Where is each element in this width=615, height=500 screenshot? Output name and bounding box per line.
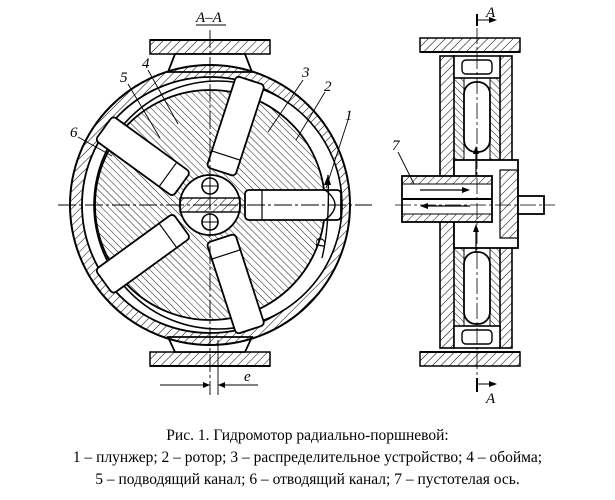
section-arrow-top: А (485, 5, 496, 21)
label-1: 1 (345, 108, 353, 124)
plunger-lower-right (206, 233, 265, 335)
hydromotor-drawing: А–А 5 4 3 2 1 6 D e (58, 5, 555, 407)
label-2: 2 (324, 79, 332, 95)
plunger-upper-right (206, 75, 265, 177)
label-3: 3 (301, 65, 310, 81)
plunger-lower-left (95, 214, 190, 294)
side-top-mount (419, 37, 521, 53)
plunger-upper-left (95, 116, 190, 196)
label-e: e (244, 369, 251, 385)
side-section-view: А А 7 (392, 5, 555, 407)
label-5: 5 (120, 70, 128, 86)
label-d: D (314, 238, 329, 249)
caption-title: Рис. 1. Гидромотор радиально-поршневой: (166, 427, 449, 444)
label-4: 4 (142, 56, 150, 72)
section-title: А–А (195, 10, 223, 26)
label-6: 6 (70, 125, 78, 141)
front-section-view: А–А 5 4 3 2 1 6 D e (58, 10, 372, 395)
caption-legend-2: 5 – подводящий канал; 6 – отводящий кана… (95, 471, 520, 488)
label-7: 7 (392, 138, 401, 154)
caption-legend-1: 1 – плунжер; 2 – ротор; 3 – распределите… (72, 449, 543, 466)
side-bottom-mount (419, 351, 521, 367)
figure-caption: Рис. 1. Гидромотор радиально-поршневой: … (0, 425, 615, 491)
section-arrow-bottom: А (485, 391, 496, 407)
